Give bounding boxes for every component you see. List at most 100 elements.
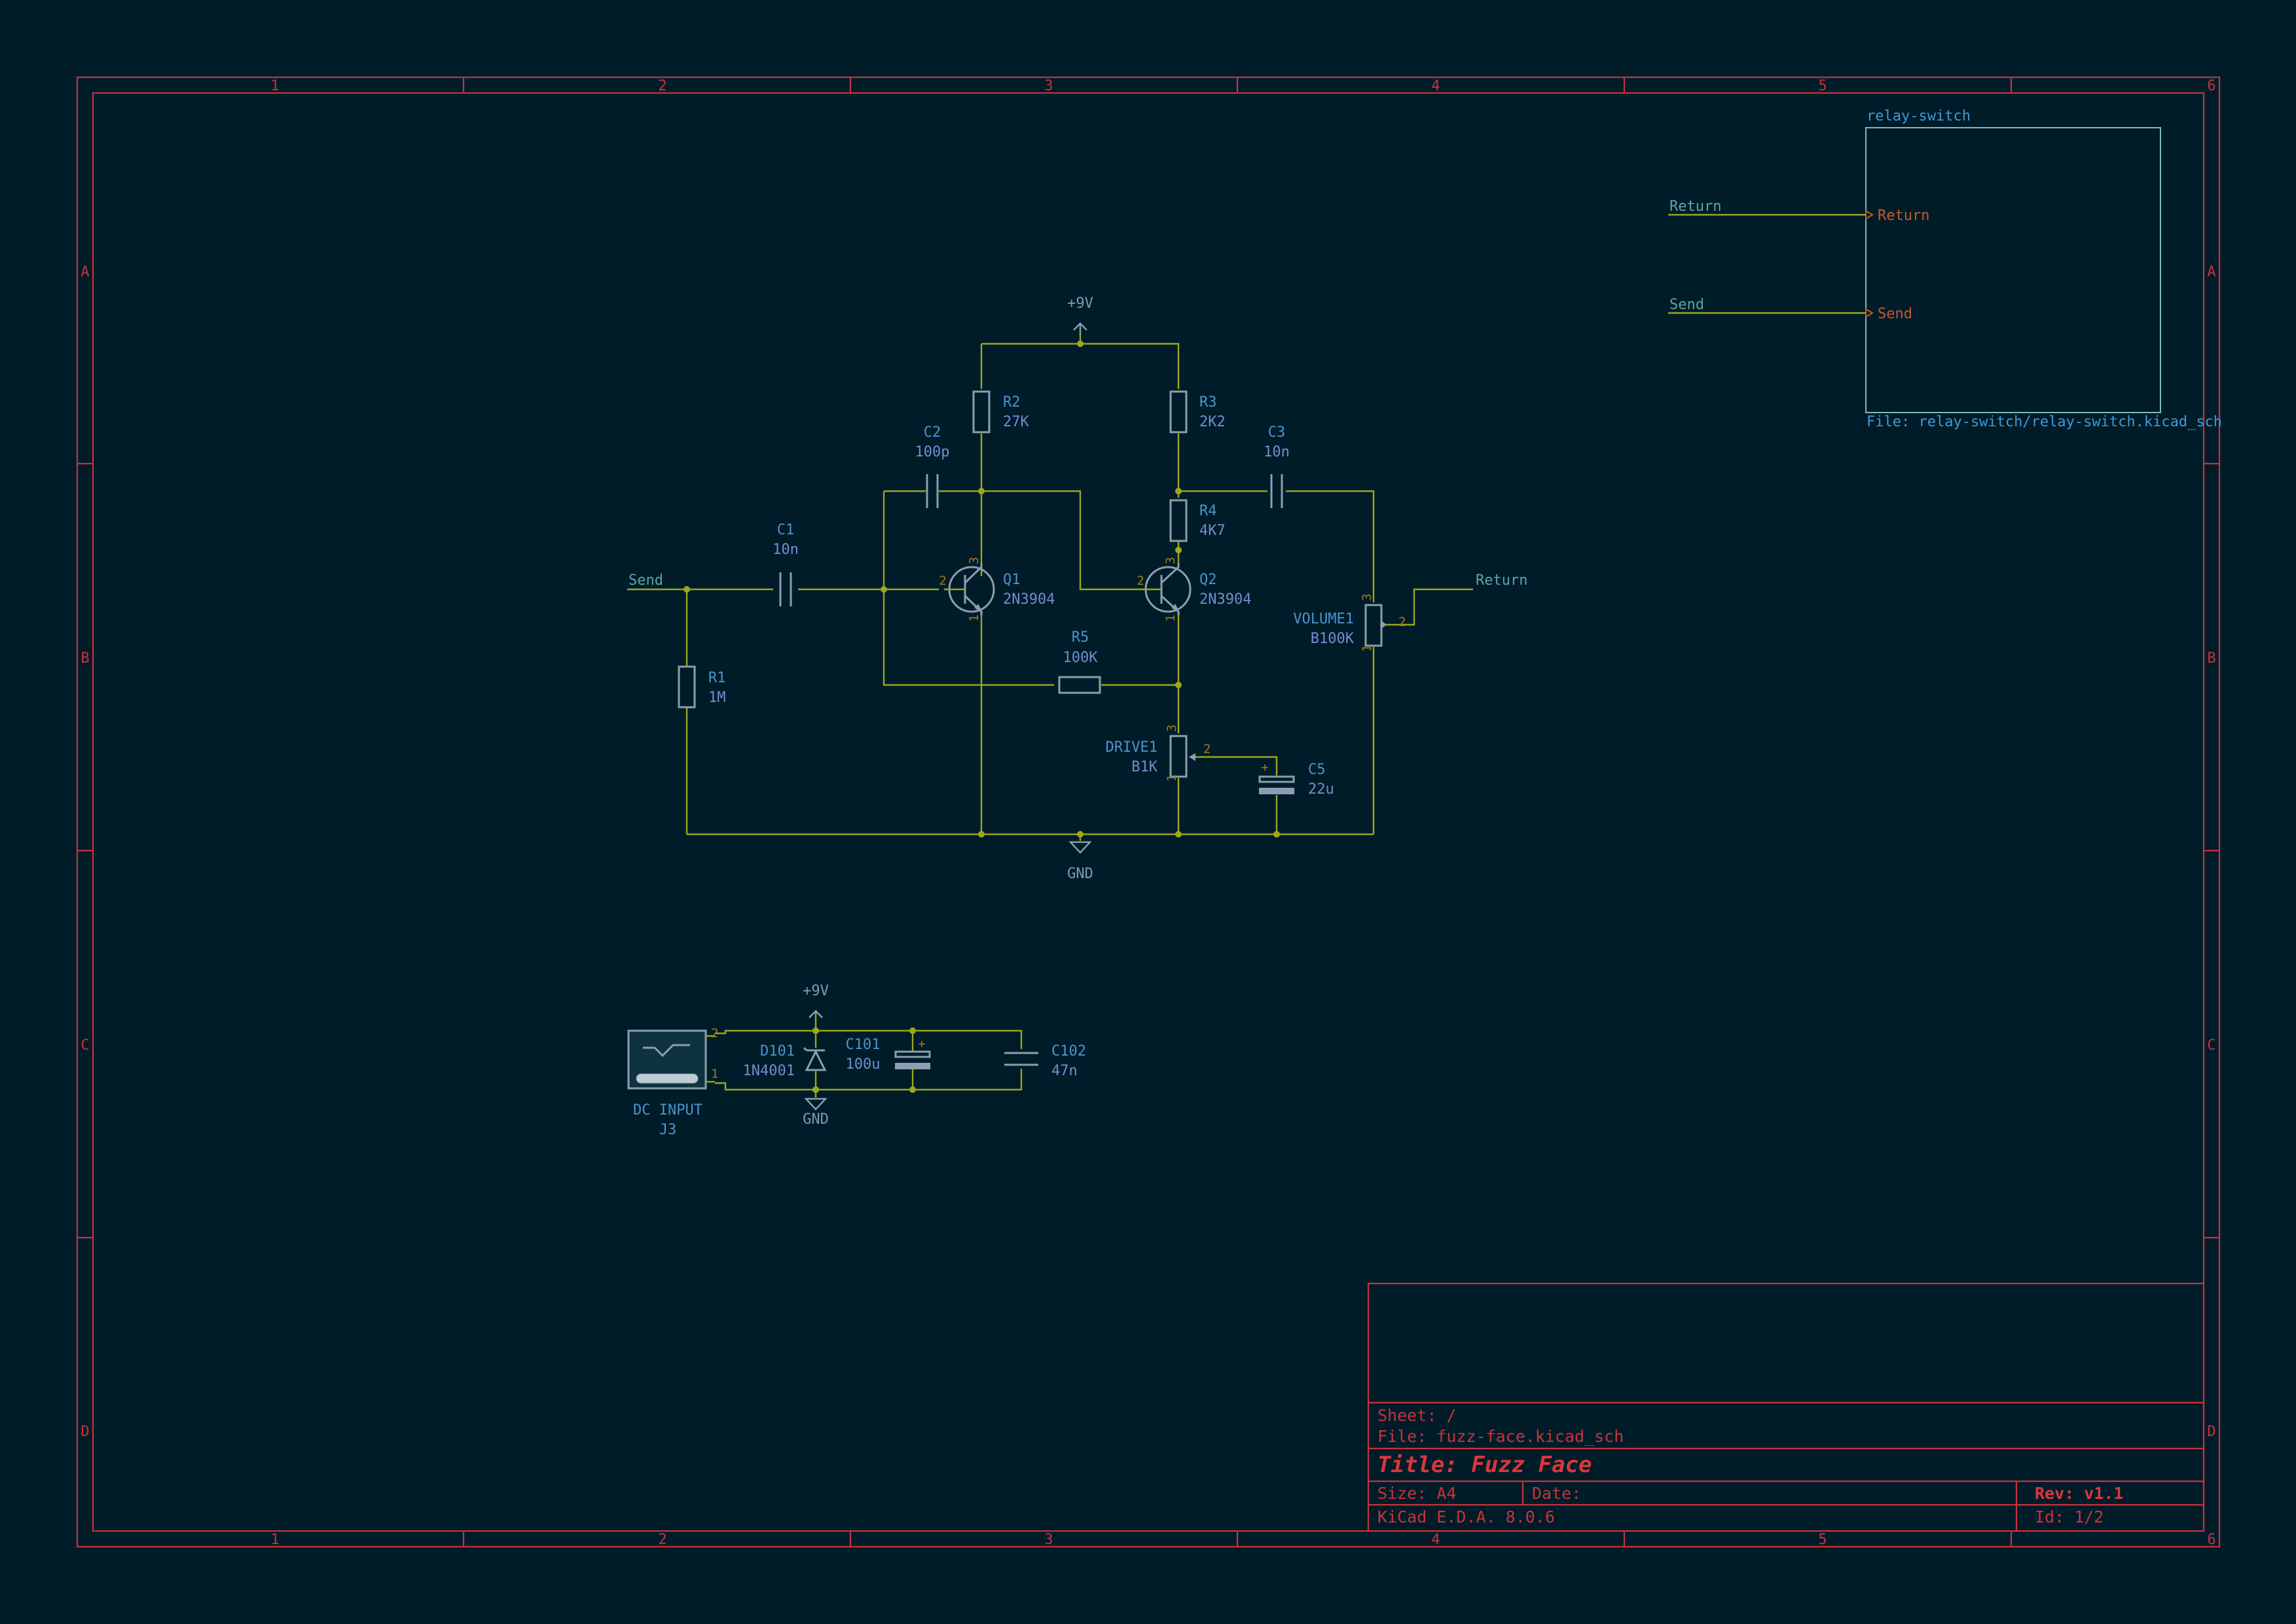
r2-value: 27K <box>1003 414 1029 430</box>
c1-value: 10n <box>773 542 799 558</box>
potentiometer-drive1[interactable]: 3 2 1 DRIVE1 B1K <box>1106 724 1211 781</box>
zone-col-4-top: 4 <box>1431 78 1440 94</box>
drive1-value: B1K <box>1131 759 1157 775</box>
title-block-date: Date: <box>1532 1484 1581 1503</box>
j3-ref: J3 <box>659 1122 677 1138</box>
j3-pin-1: 1 <box>711 1067 718 1081</box>
sheet-pin-return-icon <box>1865 210 1874 220</box>
drive1-pin-3: 3 <box>1165 724 1179 731</box>
zone-col-3-top: 3 <box>1044 78 1053 94</box>
resistor-r4[interactable]: R4 4K7 <box>1169 499 1226 542</box>
zone-col-4-bottom: 4 <box>1431 1532 1440 1548</box>
drawing-frame <box>76 76 2221 1548</box>
resistor-r3[interactable]: R3 2K2 <box>1169 390 1226 434</box>
transistor-q1[interactable]: 2 3 1 Q1 2N3904 <box>939 557 1055 621</box>
sheet-pin-return: Return <box>1878 208 1929 224</box>
zone-row-b-left: B <box>81 650 89 667</box>
drive1-ref: DRIVE1 <box>1106 739 1157 756</box>
zone-row-a-right: A <box>2207 264 2215 280</box>
zone-col-1-bottom: 1 <box>270 1532 279 1548</box>
title-block-id: Id: 1/2 <box>2035 1507 2104 1526</box>
q1-pin-1: 1 <box>967 614 981 621</box>
wires-psu <box>715 1011 1023 1098</box>
zone-col-6-bottom: 6 <box>2207 1532 2215 1548</box>
hier-sheet-relay-switch[interactable]: relay-switch File: relay-switch/relay-sw… <box>1865 108 2222 430</box>
power-label-vcc-psu: +9V <box>803 983 829 999</box>
resistor-r2[interactable]: R2 27K <box>972 390 1029 434</box>
title-block-title: Title: Fuzz Face <box>1377 1452 1592 1478</box>
power-gnd-psu[interactable]: GND <box>803 1098 829 1128</box>
gnd-triangle-icon <box>1068 841 1092 854</box>
power-gnd-main[interactable]: GND <box>1067 841 1093 882</box>
zone-row-d-left: D <box>81 1424 89 1440</box>
q2-pin-2: 2 <box>1137 574 1144 588</box>
hier-sheet-file: File: relay-switch/relay-switch.kicad_sc… <box>1867 414 2222 430</box>
vcc-arrow-icon <box>1073 322 1087 334</box>
c5-ref: C5 <box>1308 762 1326 778</box>
transistor-q2[interactable]: 2 3 1 Q2 2N3904 <box>1137 557 1251 621</box>
q1-ref: Q1 <box>1003 572 1021 588</box>
zone-row-a-left: A <box>81 264 89 280</box>
j3-value: DC INPUT <box>633 1102 702 1118</box>
c3-ref: C3 <box>1268 424 1286 441</box>
zone-row-c-left: C <box>81 1037 89 1054</box>
q2-pin-1: 1 <box>1163 614 1178 621</box>
power-label-gnd-psu: GND <box>803 1111 829 1128</box>
q1-value: 2N3904 <box>1003 591 1055 608</box>
capacitor-c2[interactable]: C2 100p <box>915 424 950 508</box>
volume1-ref: VOLUME1 <box>1293 611 1354 627</box>
zone-col-1-top: 1 <box>270 78 279 94</box>
sheet-pin-send-icon <box>1865 308 1874 318</box>
c101-value: 100u <box>846 1056 881 1073</box>
hier-sheet-name: relay-switch <box>1867 108 1971 124</box>
title-block-sheet: Sheet: / <box>1377 1406 1456 1425</box>
r3-value: 2K2 <box>1199 414 1226 430</box>
sheet-pin-send: Send <box>1878 306 1912 322</box>
r1-value: 1M <box>708 690 726 706</box>
c5-plus: + <box>1261 760 1268 775</box>
resistor-r5[interactable]: R5 100K <box>1058 629 1101 694</box>
zone-col-6-top: 6 <box>2207 78 2215 94</box>
title-block-rev: Rev: v1.1 <box>2035 1484 2123 1503</box>
q1-pin-2: 2 <box>939 574 946 588</box>
drive1-pin-2: 2 <box>1203 742 1211 756</box>
resistor-r1[interactable]: R1 1M <box>678 665 726 709</box>
power-label-gnd-main: GND <box>1067 866 1093 882</box>
r5-value: 100K <box>1063 650 1099 666</box>
volume1-pin-1: 1 <box>1360 644 1374 652</box>
title-block-tool: KiCad E.D.A. 8.0.6 <box>1377 1507 1555 1526</box>
net-label-send: Send <box>629 572 663 589</box>
net-label-return: Return <box>1476 572 1527 589</box>
power-label-vcc-main: +9V <box>1067 295 1093 312</box>
connector-j3[interactable]: 2 1 DC INPUT J3 <box>627 1026 718 1138</box>
net-label-return-sheet: Return <box>1669 198 1721 215</box>
title-block <box>1367 1282 2205 1532</box>
title-block-file: File: fuzz-face.kicad_sch <box>1377 1427 1624 1446</box>
capacitor-c1[interactable]: C1 10n <box>773 522 799 606</box>
capacitor-c101[interactable]: + C101 100u <box>846 1037 931 1073</box>
zone-labels: 1 2 3 4 5 6 1 2 3 4 5 6 A B C D A B C D <box>81 78 2215 1548</box>
capacitor-c5[interactable]: + C5 22u <box>1258 760 1334 798</box>
r4-value: 4K7 <box>1199 523 1226 539</box>
title-block-size: Size: A4 <box>1377 1484 1456 1503</box>
c5-value: 22u <box>1308 781 1334 798</box>
net-label-send-sheet: Send <box>1669 297 1704 313</box>
c3-value: 10n <box>1264 444 1290 460</box>
r3-ref: R3 <box>1199 394 1217 411</box>
capacitor-c3[interactable]: C3 10n <box>1264 424 1290 508</box>
c101-plus: + <box>918 1037 925 1051</box>
power-vcc-psu[interactable]: +9V <box>803 983 829 1018</box>
vcc-psu-arrow-icon <box>809 1010 823 1018</box>
q2-ref: Q2 <box>1199 572 1217 588</box>
r5-ref: R5 <box>1072 629 1089 646</box>
j3-pin-2: 2 <box>711 1026 718 1041</box>
volume1-value: B100K <box>1311 631 1355 647</box>
power-vcc-main[interactable]: +9V <box>1067 295 1093 334</box>
capacitor-c102[interactable]: C102 47n <box>1004 1043 1086 1079</box>
potentiometer-volume1[interactable]: 3 2 1 VOLUME1 B100K <box>1293 593 1406 652</box>
d101-ref: D101 <box>760 1043 795 1060</box>
zone-row-c-right: C <box>2207 1037 2215 1054</box>
wires-main <box>627 334 1473 841</box>
diode-d101[interactable]: D101 1N4001 <box>743 1043 827 1079</box>
